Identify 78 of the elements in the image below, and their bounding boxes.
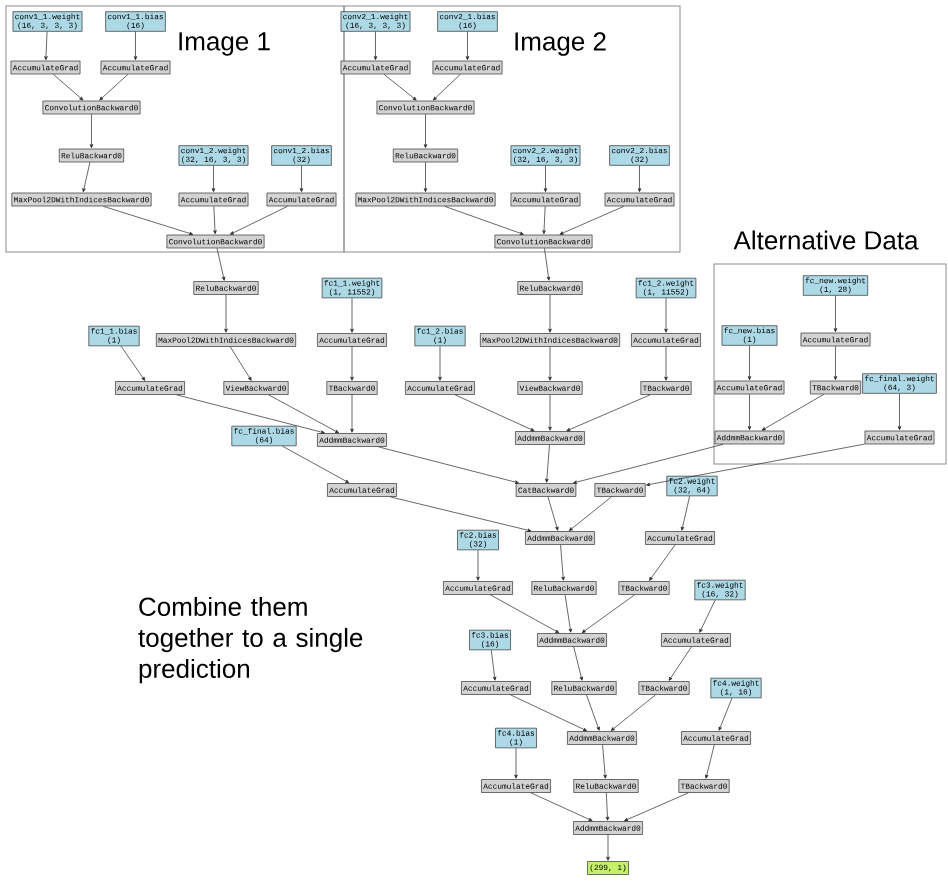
arrow [559,206,625,235]
arrow [544,248,551,281]
arrow [82,162,91,193]
arrow [586,694,600,731]
arrow [514,747,518,779]
arrow [44,31,48,61]
arrow [230,206,288,235]
arrow [699,599,716,633]
arrow [133,31,138,61]
arrow [668,646,692,681]
arrow [176,394,325,434]
arrow [566,394,651,432]
arrow [705,744,715,779]
arrow [548,294,552,333]
arrow [350,346,354,381]
arrow [476,549,480,581]
arrow [216,248,226,281]
arrow [897,393,902,431]
note-text: Combine them together to a single prediction [138,596,363,684]
arrow [282,445,350,484]
arrow [211,165,216,193]
arrow [423,162,428,193]
arrow [564,594,573,633]
arrow [490,594,560,634]
arrow [530,792,593,822]
arrow [548,346,552,381]
node-label: Alternative Data [733,230,919,250]
arrow [373,31,378,61]
arrow [833,295,838,333]
arrow [548,394,552,431]
arrow [747,345,752,381]
arrow [624,792,689,822]
arrow [350,394,354,433]
arrow [761,394,825,431]
arrow [581,594,635,633]
arrow [833,346,838,381]
arrow [444,206,524,235]
arrow [383,74,417,101]
arrow [610,694,656,731]
arrow [664,297,668,333]
arrow [454,394,535,432]
arrow [299,165,304,193]
arrow [543,165,548,193]
arrow [718,697,733,731]
arrow [510,694,587,732]
arrow [423,114,428,149]
arrow [213,206,217,235]
arrow [268,394,339,434]
arrow [602,744,607,779]
arrow [99,74,129,101]
arrow [547,496,559,531]
arrow [490,649,497,681]
arrow [103,206,194,236]
arrow [545,444,550,483]
arrow [224,294,228,333]
arrow [747,394,752,431]
arrow [120,345,146,381]
arrow [680,495,690,531]
arrow [605,792,610,821]
arrow [664,346,668,381]
arrow [350,297,354,333]
arrow [573,444,724,484]
arrow [433,74,461,101]
arrow [378,446,519,484]
arrow [646,443,865,487]
arrow [606,834,610,861]
arrow [637,165,642,193]
arrow [568,496,612,531]
arrow [438,345,442,381]
arrow [560,544,565,581]
arrow [542,206,546,235]
arrow [389,496,532,532]
arrow [649,544,676,581]
arrow [573,646,583,681]
arrow [53,74,84,101]
arrow [89,114,94,149]
arrow [229,346,252,381]
arrow [465,31,470,61]
